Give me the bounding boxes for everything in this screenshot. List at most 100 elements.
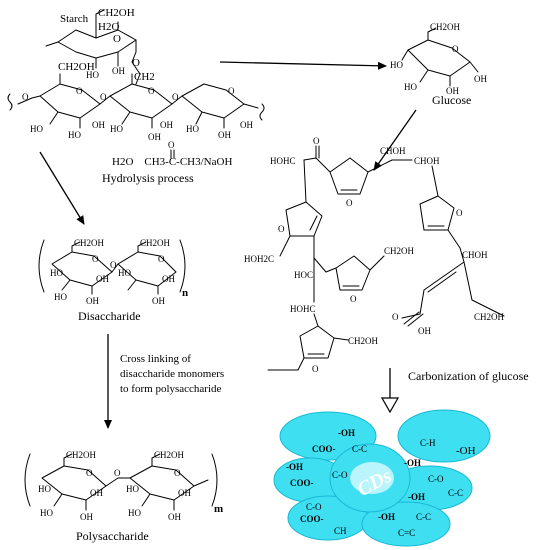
furan-ring <box>419 195 455 231</box>
glucose-bond <box>469 61 479 73</box>
chem-group: O <box>312 364 319 374</box>
chem-group: OH <box>240 120 253 130</box>
arrow-starch-to-glucose <box>219 61 387 70</box>
glucose-label: Glucose <box>432 93 471 107</box>
chem-group: OH <box>80 512 93 522</box>
chem-group: HO <box>118 268 131 278</box>
polysaccharide-bond <box>193 479 209 487</box>
chem-group: O <box>278 224 285 234</box>
furan-bond <box>267 357 305 371</box>
chem-group: H2O <box>98 21 119 33</box>
starch-ring-3 <box>181 83 245 119</box>
hydrolysis-reagents: H2O CH3-C-CH3/NaOH <box>112 156 232 168</box>
starch-bond <box>195 111 203 125</box>
starch-bond <box>121 111 131 125</box>
chem-group: HOHC <box>290 304 316 314</box>
chem-group: O <box>100 92 107 102</box>
chem-group: O <box>392 312 399 322</box>
furan-ring <box>335 255 371 291</box>
carbonyl-bond <box>403 311 424 327</box>
chem-group: HO <box>54 292 67 302</box>
chem-group: HO <box>186 124 199 134</box>
chem-group: O <box>113 33 121 45</box>
starch-upper-ring <box>57 29 137 59</box>
chem-group: O <box>346 198 353 208</box>
chem-group: OH <box>86 296 99 306</box>
starch-bond <box>95 9 105 39</box>
cd-group: -OH <box>338 428 355 438</box>
disaccharide-bracket-left <box>38 239 45 293</box>
crosslink-caption: Cross linking of disaccharide monomers t… <box>120 353 224 395</box>
chem-group: O <box>452 44 459 54</box>
disaccharide-bond <box>61 279 71 291</box>
starch-bond <box>243 103 265 121</box>
disaccharide-bond <box>137 241 147 253</box>
polysaccharide-bond <box>151 453 161 467</box>
cd-group: C-C <box>448 488 463 498</box>
chem-group: HO <box>50 268 63 278</box>
chem-group: HO <box>86 70 99 80</box>
chem-group: CHOH <box>380 146 406 156</box>
chem-group: HO <box>126 484 139 494</box>
polysaccharide-bond <box>141 493 151 507</box>
furan-bond <box>279 235 291 257</box>
chem-group: O <box>148 86 155 96</box>
starch-structure: Starch CH2OH H2O O O HO OH CH2OH CH2 O O… <box>7 7 265 142</box>
glucose-ring <box>407 39 471 77</box>
furan-bond <box>447 229 505 317</box>
cd-group: C-O <box>428 474 444 484</box>
chem-group: OH <box>112 66 125 76</box>
cd-group: COO- <box>300 514 324 524</box>
chem-group: HO <box>110 124 123 134</box>
chem-group: CH2OH <box>98 7 135 19</box>
chem-group: CH2OH <box>74 238 105 248</box>
crosslink-line-1: Cross linking of <box>120 353 191 365</box>
cd-group: -OH <box>286 462 303 472</box>
hydrolysis-conditions: O H2O CH3-C-CH3/NaOH Hydrolysis process <box>102 140 232 185</box>
hydrolysis-caption: Hydrolysis process <box>102 171 194 185</box>
disaccharide-bond <box>127 279 137 291</box>
polysaccharide-bond <box>53 493 63 507</box>
chem-group: CH2 <box>134 71 155 83</box>
polysaccharide-bracket-right <box>211 453 218 507</box>
chem-group: OH <box>92 120 105 130</box>
chem-group: CHOH <box>462 250 488 260</box>
cd-group: -OH <box>378 512 395 522</box>
arrow-starch-to-disaccharide <box>39 151 85 225</box>
chem-group: O <box>132 57 140 69</box>
furan-network: O HOHC CHOH CHOH O O O HOH2C CH2OH HOC O… <box>244 136 505 374</box>
carbon-dots-cluster: CDs -OH COO- C-C C-H -OH -OH -OH COO- C-… <box>273 409 491 547</box>
arrow-glucose-to-furans <box>373 109 417 171</box>
cd-group: C=C <box>398 528 415 538</box>
polysaccharide-bond <box>105 477 131 487</box>
chem-group: HO <box>30 124 43 134</box>
disaccharide-bond <box>111 263 119 273</box>
chem-group: HO <box>68 130 81 140</box>
chem-group: HO <box>404 82 417 92</box>
chem-group: O <box>228 86 235 96</box>
chem-group: OH <box>168 512 181 522</box>
chem-group: HOC <box>294 270 313 280</box>
starch-bond <box>17 95 41 105</box>
disaccharide-subscript: n <box>182 287 188 299</box>
chem-group: HOHC <box>270 156 296 166</box>
furan-ring <box>329 157 369 195</box>
chem-group: OH <box>218 130 231 140</box>
chem-group: O <box>22 92 29 102</box>
starch-bond <box>49 111 59 125</box>
chem-group: O <box>92 254 99 264</box>
starch-bond <box>131 39 141 85</box>
furan-ring <box>285 201 323 237</box>
cd-group: CH <box>334 526 347 536</box>
chem-group: O <box>456 208 463 218</box>
chem-group: HO <box>38 484 51 494</box>
glucose-structure: CH2OH O HO OH HO OH Glucose <box>390 22 487 107</box>
starch-bond <box>171 95 183 105</box>
crosslink-line-3: to form polysaccharide <box>120 383 222 395</box>
polysaccharide-subscript: m <box>214 503 223 515</box>
chem-group: OH <box>160 120 173 130</box>
starch-bond <box>7 93 13 111</box>
chem-group: O <box>110 260 117 270</box>
polysaccharide-bracket-left <box>24 453 31 507</box>
